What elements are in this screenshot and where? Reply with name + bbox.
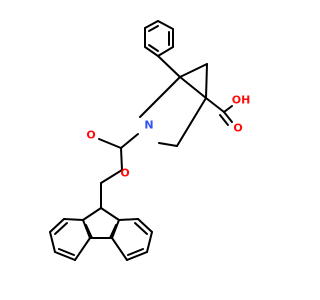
double-bond-inner [85,224,93,239]
bond [223,111,233,123]
bond [219,114,229,126]
double-bond-inner [148,44,159,52]
double-bond-inner [109,224,117,239]
bond [152,76,181,105]
acid-oxygen-label: O [233,122,242,135]
carbamate-group [98,133,139,209]
bond [63,218,84,221]
bond [157,20,174,30]
double-bond-inner [58,248,75,256]
bond [100,207,120,221]
double-bond-inner [127,248,144,256]
chemical-structure-diagram: N O O OH O [49,20,251,261]
bond [146,231,153,253]
bond [205,63,208,99]
double-bond-inner [54,222,68,235]
bond [82,219,91,239]
double-bond-inner [148,25,159,32]
carboxylic-acid-group [205,97,233,126]
bond [179,76,207,99]
fluorenyl-group [49,207,153,261]
bond [120,147,123,171]
bond [82,207,102,221]
bond [120,133,139,149]
bond [176,97,207,147]
bond [118,218,139,221]
bond [179,63,208,78]
bond [49,218,65,233]
bond [111,219,120,239]
double-bond-inner [134,222,148,235]
carbamate-oxygen-label: O [86,129,95,142]
bond [157,46,174,57]
bond [139,103,154,118]
bond [74,237,91,261]
bond [158,142,178,147]
bond [100,169,123,184]
bond [54,251,76,261]
ester-oxygen-label: O [120,167,129,180]
bond [205,97,225,113]
bicyclic-core [139,55,208,147]
bond [111,237,128,261]
bond [223,105,233,113]
bond [98,138,122,149]
phenyl-ring [144,20,174,57]
bond [126,251,148,261]
bond [144,20,159,29]
nitrogen-label: N [144,119,153,132]
acid-hydroxyl-label: OH [232,94,251,107]
bond [157,55,181,78]
bond [137,218,153,233]
bond [49,231,56,253]
bond [144,46,159,57]
